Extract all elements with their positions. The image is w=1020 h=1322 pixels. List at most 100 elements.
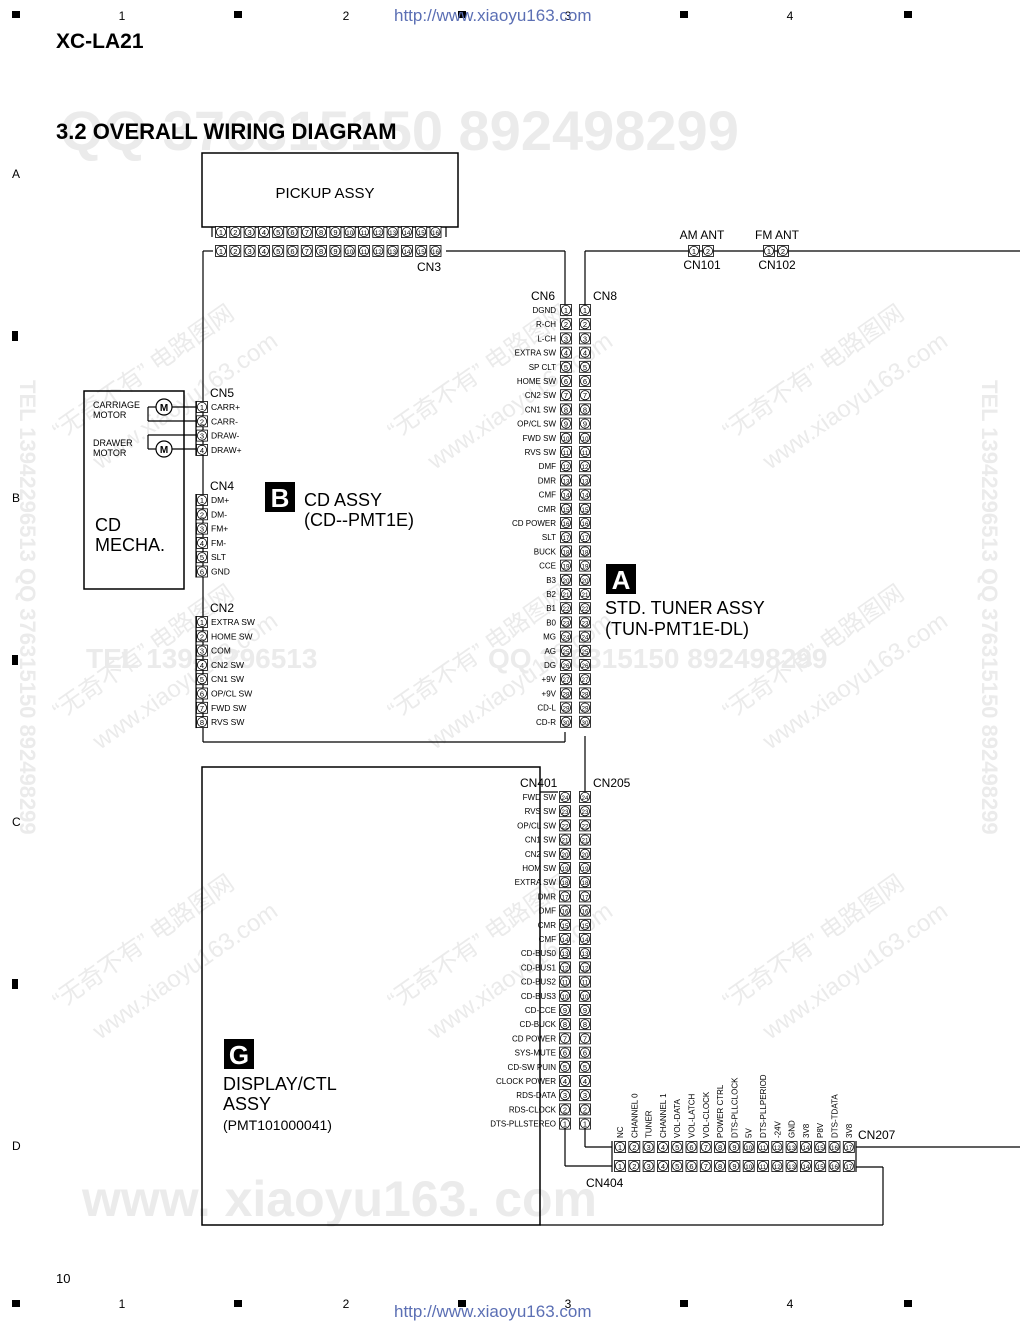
column-marker: 1	[119, 9, 126, 23]
pin-circle	[560, 1076, 571, 1087]
pin-number: 23	[562, 809, 569, 816]
cn401-pin	[559, 918, 571, 931]
cn8-pin	[579, 417, 591, 430]
cn6-pin	[560, 375, 572, 387]
pin-number: 7	[704, 1143, 708, 1152]
pin-number: 29	[582, 706, 589, 713]
pin-circle	[580, 863, 591, 874]
cn205-pin	[579, 805, 591, 818]
pin-number: 16	[563, 521, 570, 528]
cn207-signal: TUNER	[645, 1110, 654, 1138]
pin-number: 6	[583, 377, 587, 386]
pin-circle	[580, 834, 591, 845]
pin-number: 7	[563, 1034, 567, 1043]
pin-number: 15	[563, 507, 570, 514]
cn3-pin	[272, 245, 285, 257]
pin-circle	[686, 1142, 697, 1153]
pin-number: 18	[563, 549, 570, 556]
pin-circle	[580, 319, 591, 330]
tuner-letter: A	[612, 565, 631, 595]
cn401-pin	[559, 833, 571, 846]
display-part: (PMT101000041)	[223, 1117, 332, 1133]
pin-number: 26	[582, 663, 589, 670]
cn205-pin	[579, 1032, 591, 1045]
pin-number: 20	[563, 578, 570, 585]
display-letter-box	[224, 1039, 254, 1069]
cn401-signal: CN1 SW	[525, 836, 557, 845]
pin-circle	[580, 518, 591, 529]
pin-number: 6	[583, 1049, 587, 1058]
cn6-pin	[560, 545, 572, 558]
pin-circle	[196, 552, 207, 563]
cn4-label: CN4	[210, 479, 234, 493]
cn401-pin	[559, 1060, 571, 1073]
pin-circle	[580, 1104, 591, 1115]
pin-number: 16	[432, 249, 439, 256]
pin-circle	[561, 319, 572, 330]
pin-circle	[829, 1161, 840, 1172]
cn8-pin	[579, 517, 591, 529]
pin-circle	[689, 245, 700, 256]
pin-circle	[561, 347, 572, 358]
cn401-signal: RVS SW	[525, 807, 557, 816]
pin-circle	[580, 806, 591, 817]
pin-number: 4	[583, 349, 587, 358]
pin-number: 12	[774, 1164, 781, 1171]
pin-number: 1	[583, 306, 587, 315]
cn205-pin	[579, 876, 591, 889]
pin-circle	[561, 532, 572, 543]
border-tick	[904, 11, 912, 18]
pin-number: 16	[831, 1145, 838, 1152]
cn404-pin	[842, 1160, 855, 1172]
pickup-pin	[400, 226, 413, 238]
cn6-signal: SP CLT	[529, 363, 556, 372]
cn207-signal: VOL-DATA	[673, 1099, 682, 1138]
footer-url-link[interactable]: http://www.xiaoyu163.com	[394, 1302, 592, 1321]
cn6-signal: DGND	[532, 306, 556, 315]
pin-circle	[196, 494, 207, 505]
cn8-pin	[579, 545, 591, 558]
pin-circle	[580, 948, 591, 959]
pin-number: 18	[582, 880, 589, 887]
cn6-signal: B3	[546, 576, 556, 585]
pin-number: 8	[319, 247, 323, 256]
tuner-part: (TUN-PMT1E-DL)	[605, 619, 749, 639]
pin-number: 3	[583, 1091, 587, 1100]
cn6-signal: DMF	[539, 462, 556, 471]
pin-circle	[580, 716, 591, 727]
pin-circle	[580, 503, 591, 514]
pin-number: 10	[346, 230, 353, 237]
pin-circle	[561, 631, 572, 642]
header-url-link[interactable]: http://www.xiaoyu163.com	[394, 6, 592, 25]
pin-number: 3	[248, 247, 252, 256]
pin-number: 12	[582, 464, 589, 471]
pin-circle	[580, 446, 591, 457]
cn6-pin	[560, 573, 572, 586]
pin-number: 12	[562, 965, 569, 972]
pin-number: 11	[562, 980, 569, 987]
pin-circle	[244, 245, 255, 256]
pin-number: 16	[582, 521, 589, 528]
pin-circle	[580, 1019, 591, 1030]
pin-circle	[561, 361, 572, 372]
pin-number: 5	[675, 1162, 679, 1171]
cn3-pin	[286, 245, 299, 257]
pin-circle	[561, 375, 572, 386]
pin-circle	[772, 1161, 783, 1172]
watermark-side-left: TEL 13942296513 QQ 376315150 892498299	[15, 380, 40, 835]
cn8-pin	[579, 431, 591, 444]
cn6-signal: CD POWER	[512, 519, 556, 528]
cn205-pin	[579, 1004, 591, 1016]
pin-circle	[561, 518, 572, 529]
cn207-pin	[771, 1141, 784, 1153]
carriage-motor-label: MOTOR	[93, 410, 127, 420]
pin-circle	[715, 1161, 726, 1172]
column-marker: 3	[565, 1297, 572, 1311]
cn205-pin	[579, 890, 591, 903]
border-tick	[904, 1300, 912, 1307]
pin-number: 6	[200, 568, 204, 577]
cn207-pin	[685, 1141, 698, 1153]
pin-circle	[580, 702, 591, 713]
pin-circle	[430, 245, 441, 256]
